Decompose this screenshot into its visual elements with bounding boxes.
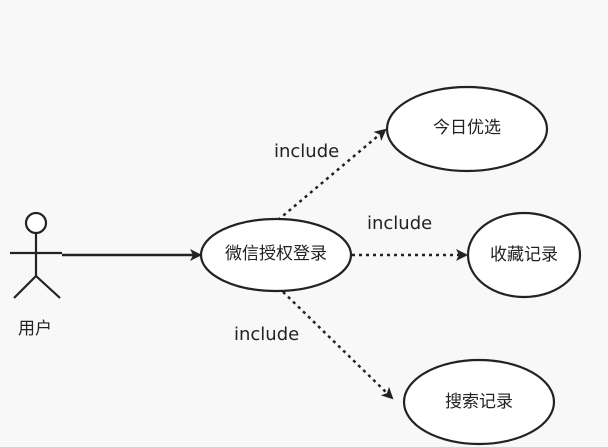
use-case-favorites-label: 收藏记录 (490, 245, 558, 265)
include-label-today: include (274, 141, 340, 162)
actor-head (24, 211, 48, 235)
actor-right-leg (35, 275, 61, 299)
use-case-today-label: 今日优选 (433, 118, 501, 138)
use-case-today-ellipse (385, 85, 549, 173)
include-arrow-search (277, 286, 394, 400)
include-arrow-today (277, 128, 387, 221)
actor-figure (10, 211, 62, 299)
use-case-search-label: 搜索记录 (445, 392, 513, 412)
use-case-login-ellipse (199, 217, 353, 293)
use-case-search-ellipse (402, 358, 556, 446)
actor-label: 用户 (18, 319, 52, 339)
include-label-favorites: include (367, 213, 433, 234)
actor-left-leg (13, 275, 37, 299)
include-label-search: include (234, 324, 300, 345)
use-case-login-label: 微信授权登录 (225, 244, 327, 264)
use-case-favorites-ellipse (466, 211, 582, 299)
